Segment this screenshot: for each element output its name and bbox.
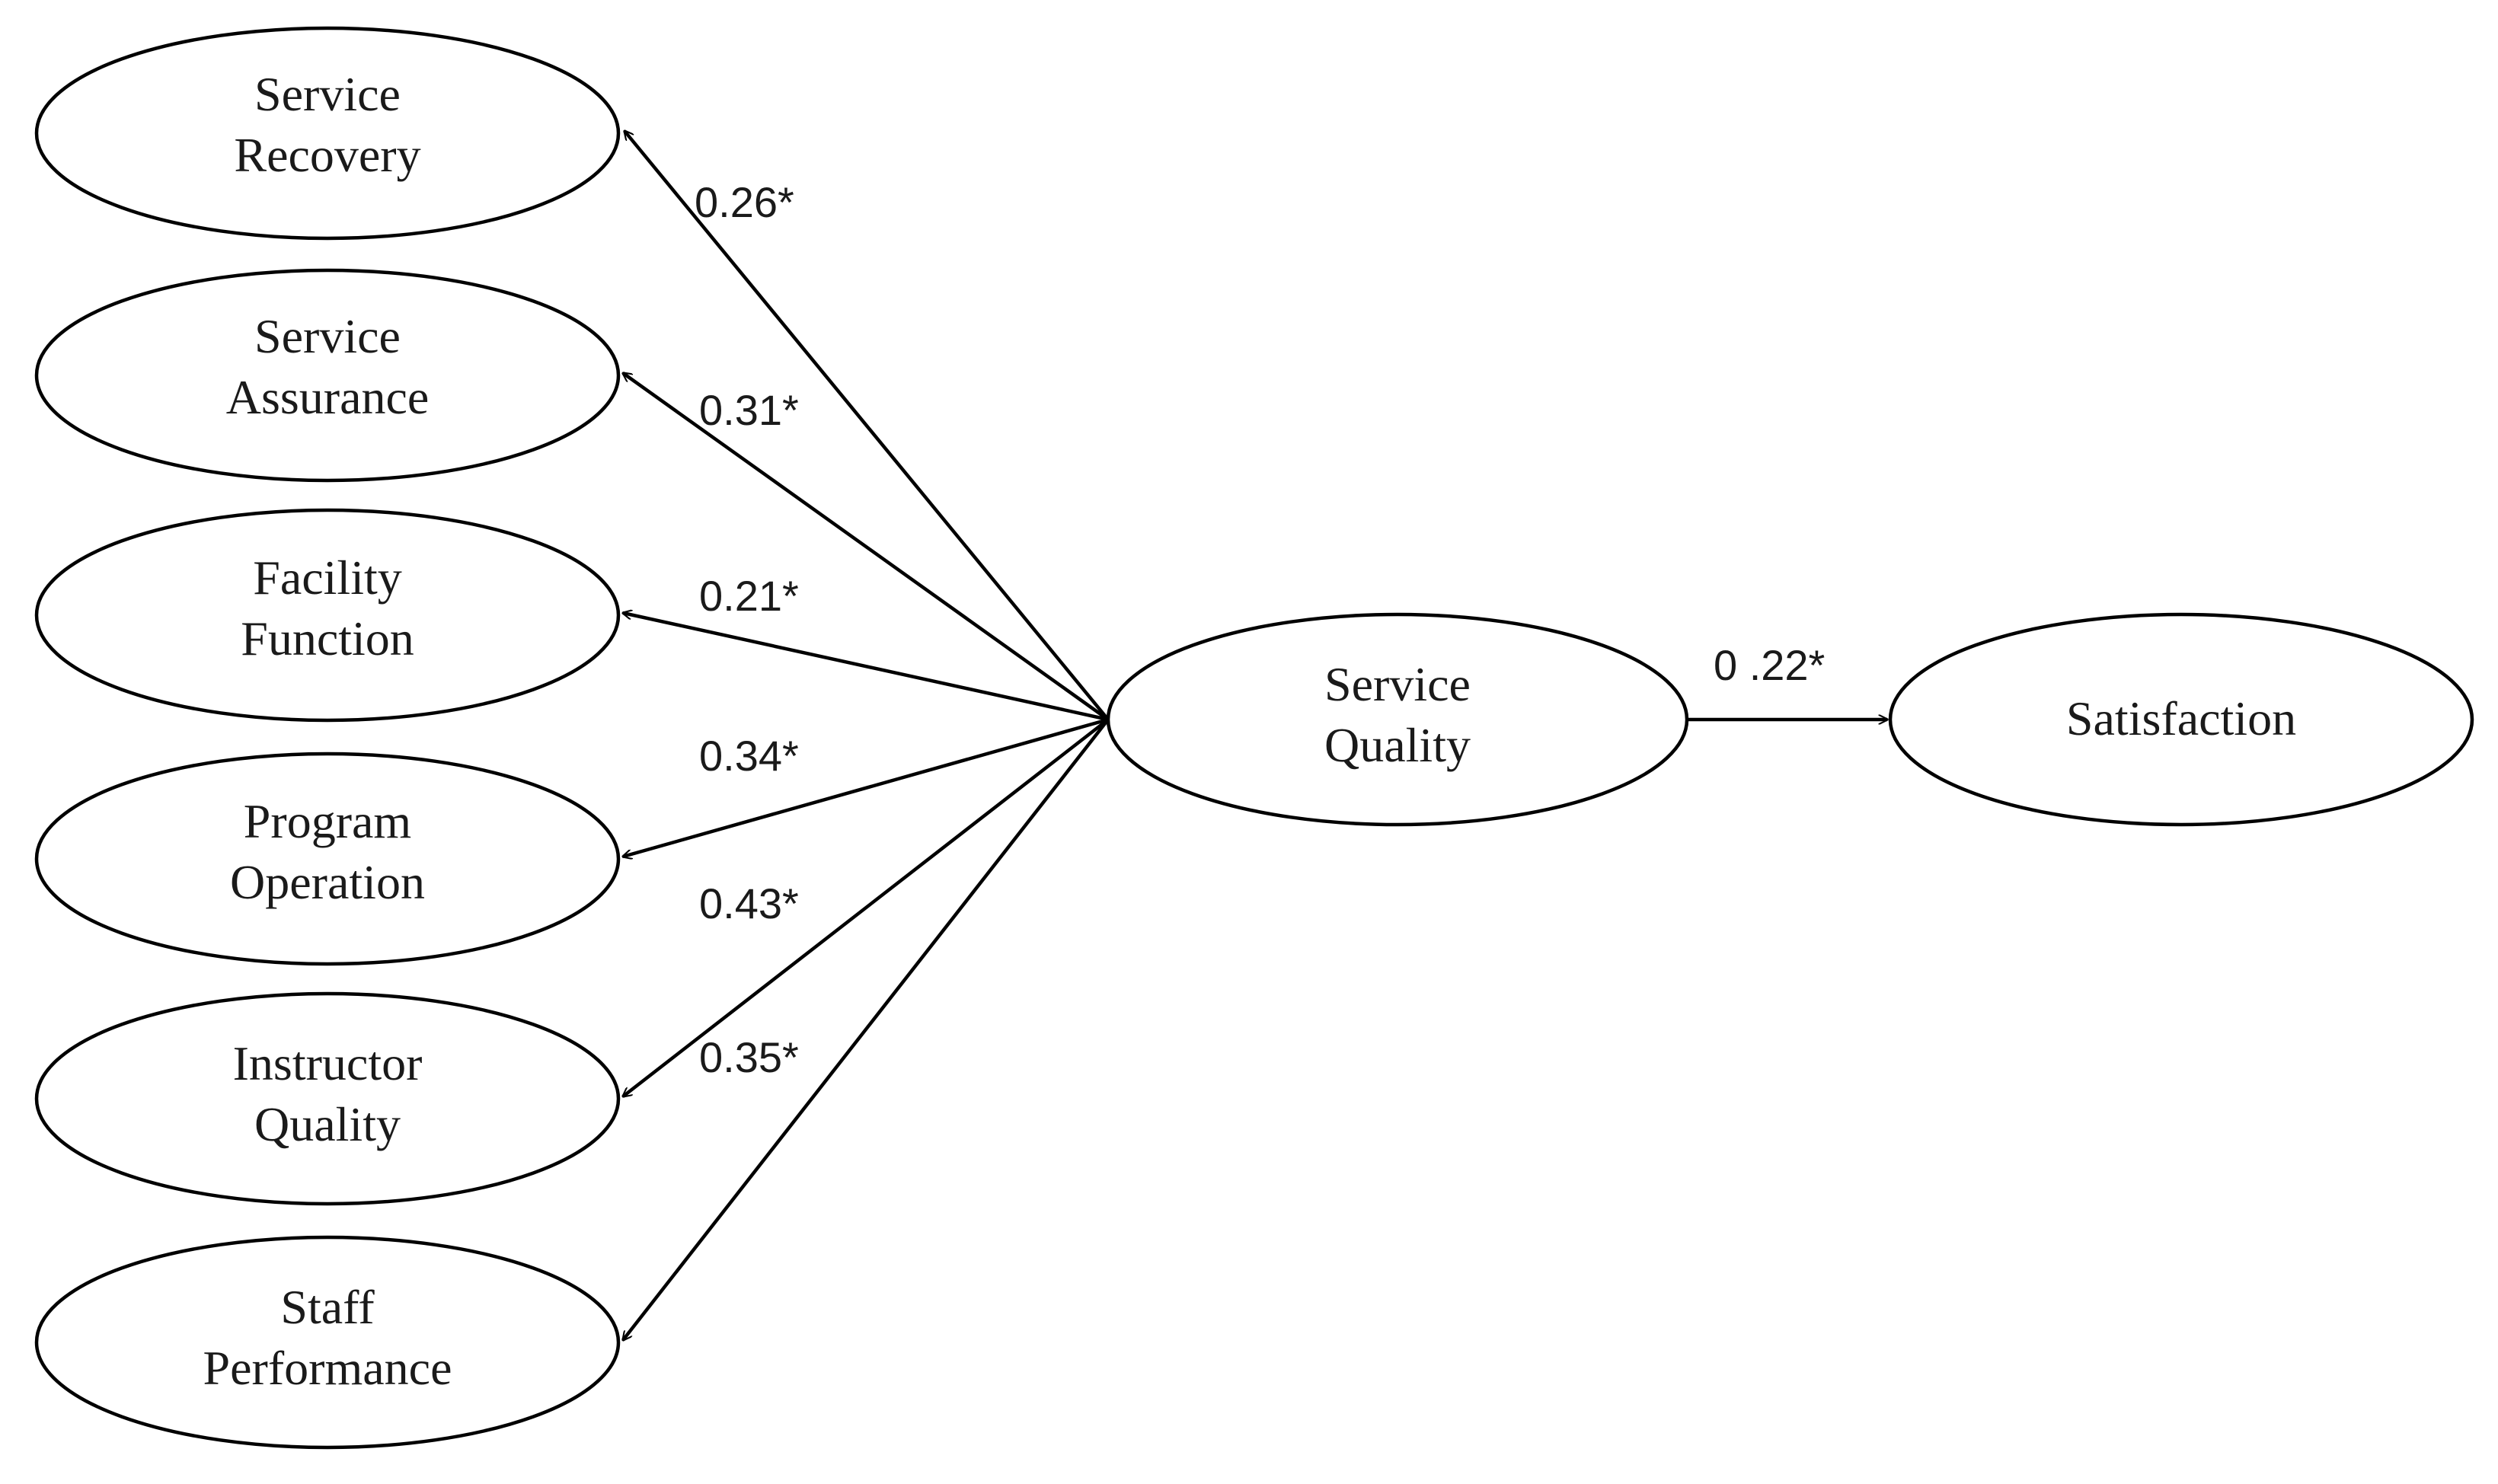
- coefficient-instructor-quality: 0.43*: [699, 879, 799, 927]
- coefficient-program-operation: 0.34*: [699, 732, 799, 780]
- node-label-line: Facility: [253, 551, 402, 605]
- node-label-line: Instructor: [233, 1036, 423, 1090]
- node-label-line: Service: [1324, 657, 1471, 711]
- node-label-line: Service: [254, 309, 401, 363]
- node-staff-performance: Staff Performance: [34, 1235, 621, 1450]
- path-to-service-recovery: [624, 131, 1110, 721]
- nodes-layer: Service Recovery Service Assurance Facil…: [34, 26, 2474, 1450]
- path-to-facility-function: [623, 613, 1109, 722]
- path-to-program-operation: [623, 717, 1109, 857]
- paths-layer: [623, 131, 1887, 1340]
- node-instructor-quality: Instructor Quality: [34, 991, 621, 1206]
- path-to-instructor-quality: [623, 718, 1110, 1096]
- node-label-line: Recovery: [234, 128, 420, 182]
- coefficient-service-assurance: 0.31*: [699, 386, 799, 434]
- coefficient-labels: 0.26* 0.31* 0.21* 0.34* 0.43* 0.35* 0 .2…: [695, 178, 1825, 1081]
- coefficient-staff-performance: 0.35*: [699, 1033, 799, 1081]
- node-satisfaction: Satisfaction: [1888, 612, 2474, 827]
- coefficient-facility-function: 0.21*: [699, 572, 799, 620]
- node-service-assurance: Service Assurance: [34, 268, 621, 483]
- node-label-line: Operation: [230, 855, 425, 909]
- node-label-line: Satisfaction: [2066, 691, 2296, 745]
- node-label-line: Performance: [203, 1341, 452, 1395]
- node-program-operation: Program Operation: [34, 752, 621, 966]
- node-label-line: Program: [244, 794, 411, 848]
- node-service-recovery: Service Recovery: [34, 26, 621, 241]
- node-label-line: Quality: [254, 1097, 401, 1151]
- node-label-line: Function: [241, 611, 414, 665]
- coefficient-service-recovery: 0.26*: [695, 178, 794, 226]
- path-to-staff-performance: [623, 718, 1110, 1340]
- path-to-service-assurance: [623, 373, 1110, 721]
- node-label-line: Staff: [280, 1280, 375, 1334]
- node-label-line: Quality: [1324, 718, 1471, 772]
- coefficient-satisfaction: 0 .22*: [1714, 641, 1825, 689]
- node-facility-function: Facility Function: [34, 508, 621, 723]
- node-service-quality: Service Quality: [1106, 612, 1689, 827]
- node-label-line: Assurance: [226, 370, 430, 424]
- node-label-line: Service: [254, 67, 401, 121]
